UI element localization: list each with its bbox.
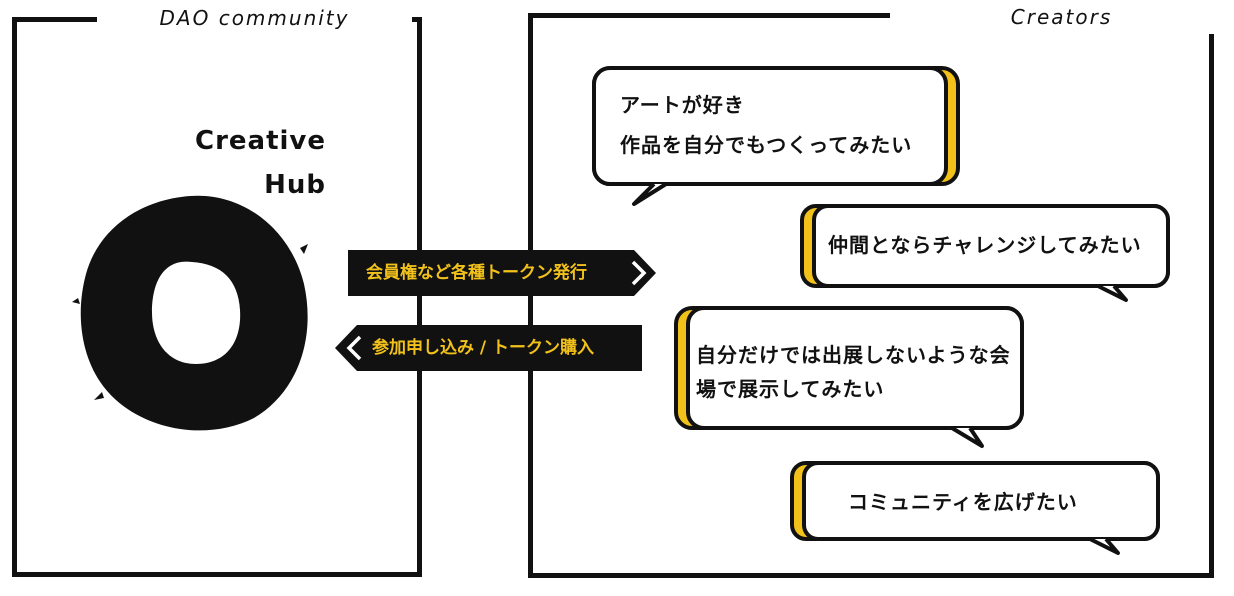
bubble-1-line-1: アートが好き [620, 93, 745, 117]
bubble-4-line-1: コミュニティを広げたい [848, 490, 1078, 514]
bubble-2-line-1: 仲間とならチャレンジしてみたい [828, 233, 1142, 257]
bubble-3-line-1: 自分だけでは出展しないような会 [696, 343, 1011, 367]
speech-bubble-3: 自分だけでは出展しないような会 場で展示してみたい [672, 306, 1026, 448]
dao-community-label: DAO community [97, 3, 412, 33]
chevron-right-icon [620, 250, 656, 296]
creative-hub-title-line1: Creative [194, 126, 326, 156]
chevron-left-icon [335, 325, 371, 371]
issue-tokens-arrow: 会員権など各種トークン発行 [348, 250, 633, 296]
speech-bubble-1: アートが好き 作品を自分でもつくってみたい [590, 66, 962, 206]
speech-bubble-4: コミュニティを広げたい [788, 461, 1162, 557]
speech-bubble-2: 仲間とならチャレンジしてみたい [798, 204, 1172, 302]
enso-circle-icon [72, 195, 308, 431]
apply-purchase-arrow: 参加申し込み / トークン購入 [362, 325, 642, 371]
creators-label: Creators [890, 2, 1233, 34]
creative-hub-title-line2: Hub [264, 170, 326, 200]
bubble-1-line-2: 作品を自分でもつくってみたい [620, 133, 913, 157]
bubble-3-line-2: 場で展示してみたい [696, 377, 885, 401]
